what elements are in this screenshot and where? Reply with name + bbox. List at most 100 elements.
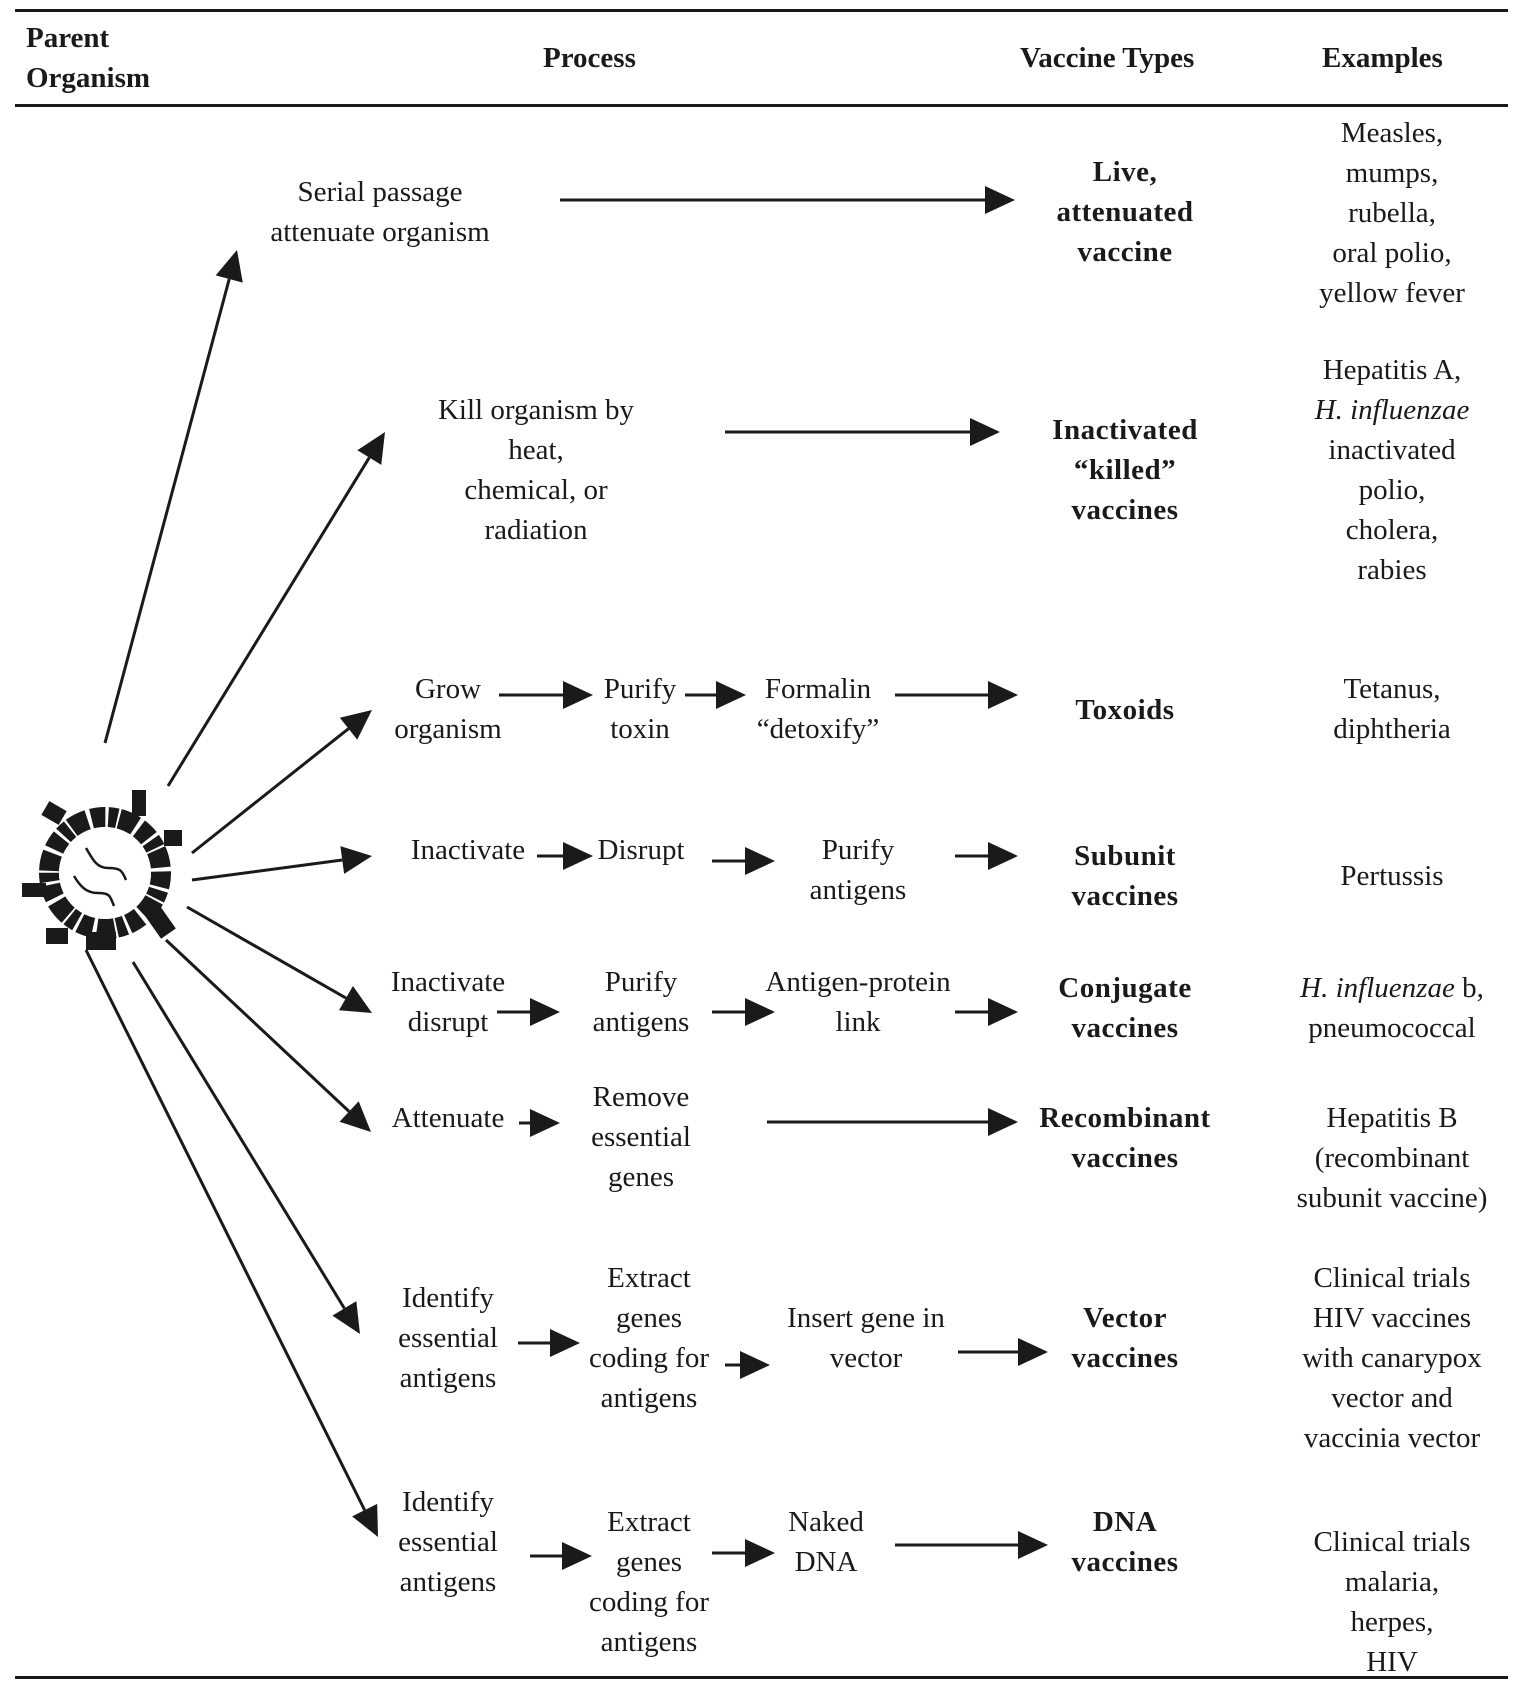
example-line: HIV vaccines xyxy=(1302,1298,1482,1338)
example-text: Tetanus, xyxy=(1343,673,1441,705)
vaccine-type-label: Recombinant vaccines xyxy=(1039,1102,1211,1174)
process-step: Attenuate xyxy=(391,1102,505,1134)
example-text: cholera, xyxy=(1345,514,1439,546)
example-line: H. influenzae b, xyxy=(1300,968,1484,1008)
example-text: herpes, xyxy=(1350,1606,1434,1638)
process-step: Disrupt xyxy=(597,834,685,866)
process-step: Grow organism xyxy=(394,673,502,745)
vaccine-type-label: Inactivated “killed” vaccines xyxy=(1052,414,1198,526)
microorganism-icon xyxy=(22,790,182,950)
process-arrow xyxy=(955,842,1018,870)
example-line: Measles, xyxy=(1319,113,1465,153)
process-arrow xyxy=(712,998,775,1026)
example-text: HIV xyxy=(1366,1646,1418,1678)
process-step: Identify essential antigens xyxy=(398,1486,498,1598)
process-arrow xyxy=(895,1531,1048,1559)
radial-arrow xyxy=(191,710,372,855)
radial-arrow xyxy=(131,961,360,1334)
header-parent-organism: Parent Organism xyxy=(26,22,151,94)
header-process: Process xyxy=(543,42,636,74)
example-line: (recombinant xyxy=(1297,1138,1488,1178)
process-arrow xyxy=(537,842,593,870)
example-text: HIV vaccines xyxy=(1312,1302,1472,1334)
process-step: Extract genes coding for antigens xyxy=(589,1506,709,1658)
example-line: herpes, xyxy=(1313,1602,1470,1642)
process-step: Formalin “detoxify” xyxy=(756,673,880,745)
example-text: rabies xyxy=(1357,554,1427,586)
example-line: polio, xyxy=(1315,470,1470,510)
example-line: cholera, xyxy=(1315,510,1470,550)
table-top-rule xyxy=(15,9,1508,12)
example-text: yellow fever xyxy=(1319,277,1465,309)
header-bottom-rule xyxy=(15,104,1508,107)
example-text: Measles, xyxy=(1340,117,1444,149)
example-text: vector and xyxy=(1331,1382,1453,1414)
example-text: Hepatitis A, xyxy=(1322,354,1462,386)
example-text: oral polio, xyxy=(1332,237,1452,269)
example-line: oral polio, xyxy=(1319,233,1465,273)
organism-name-italic: H. influenzae xyxy=(1314,394,1470,426)
example-text: Hepatitis B xyxy=(1326,1102,1458,1134)
example-line: Pertussis xyxy=(1340,856,1443,896)
radial-arrow xyxy=(186,905,372,1013)
process-step: Antigen-protein link xyxy=(765,966,951,1038)
example-line: Clinical trials xyxy=(1302,1258,1482,1298)
radial-arrow xyxy=(166,432,385,787)
process-arrow xyxy=(518,1329,580,1357)
vaccine-type-label: Toxoids xyxy=(1075,694,1175,726)
example-line: Clinical trials xyxy=(1313,1522,1470,1562)
process-arrow xyxy=(497,998,560,1026)
example-line: pneumococcal xyxy=(1300,1008,1484,1048)
process-step: Serial passage attenuate organism xyxy=(270,176,490,248)
example-line: yellow fever xyxy=(1319,273,1465,313)
process-arrow xyxy=(767,1108,1018,1136)
example-line: mumps, xyxy=(1319,153,1465,193)
example-line: rubella, xyxy=(1319,193,1465,233)
process-arrow xyxy=(685,681,746,709)
example-text: polio, xyxy=(1358,474,1426,506)
vaccine-type-label: Conjugate vaccines xyxy=(1058,972,1192,1044)
example-line: H. influenzae xyxy=(1315,390,1470,430)
process-arrow xyxy=(958,1338,1048,1366)
process-arrow xyxy=(530,1542,592,1570)
example-text: (recombinant xyxy=(1314,1142,1470,1174)
example-text: Clinical trials xyxy=(1313,1262,1471,1294)
process-step: Inactivate disrupt xyxy=(390,966,506,1038)
example-text: pneumococcal xyxy=(1308,1012,1476,1044)
process-arrow xyxy=(560,186,1015,214)
example-text: mumps, xyxy=(1345,157,1439,189)
example-text: b, xyxy=(1454,972,1484,1004)
process-arrow xyxy=(725,418,1000,446)
process-arrow xyxy=(519,1109,560,1137)
example-line: Hepatitis B xyxy=(1297,1098,1488,1138)
process-arrow xyxy=(895,681,1018,709)
example-line: subunit vaccine) xyxy=(1297,1178,1488,1218)
table-bottom-rule xyxy=(15,1676,1508,1679)
process-step: Insert gene in vector xyxy=(787,1302,945,1374)
example-line: rabies xyxy=(1315,550,1470,590)
examples-cell: Clinical trials malaria, herpes, HIV xyxy=(1313,1522,1470,1682)
process-arrow xyxy=(725,1351,770,1379)
process-arrow xyxy=(955,998,1018,1026)
example-text: vaccinia vector xyxy=(1303,1422,1481,1454)
example-text: rubella, xyxy=(1348,197,1436,229)
vaccine-type-label: Vector vaccines xyxy=(1071,1302,1179,1374)
radial-arrow xyxy=(191,846,372,882)
process-step: Purify toxin xyxy=(603,673,677,745)
vaccine-type-label: DNA vaccines xyxy=(1071,1506,1179,1578)
process-arrow xyxy=(499,681,593,709)
example-line: malaria, xyxy=(1313,1562,1470,1602)
example-line: vector and xyxy=(1302,1378,1482,1418)
process-step: Purify antigens xyxy=(809,834,907,906)
example-line: with canarypox xyxy=(1302,1338,1482,1378)
example-text: Clinical trials xyxy=(1313,1526,1471,1558)
example-text: Pertussis xyxy=(1340,860,1444,892)
examples-cell: Tetanus, diphtheria xyxy=(1333,669,1451,749)
process-step: Identify essential antigens xyxy=(398,1282,498,1394)
radial-arrow xyxy=(84,949,378,1537)
example-text: diphtheria xyxy=(1333,713,1451,745)
examples-cell: Measles, mumps, rubella, oral polio, yellow … xyxy=(1319,113,1465,313)
example-line: vaccinia vector xyxy=(1302,1418,1482,1458)
